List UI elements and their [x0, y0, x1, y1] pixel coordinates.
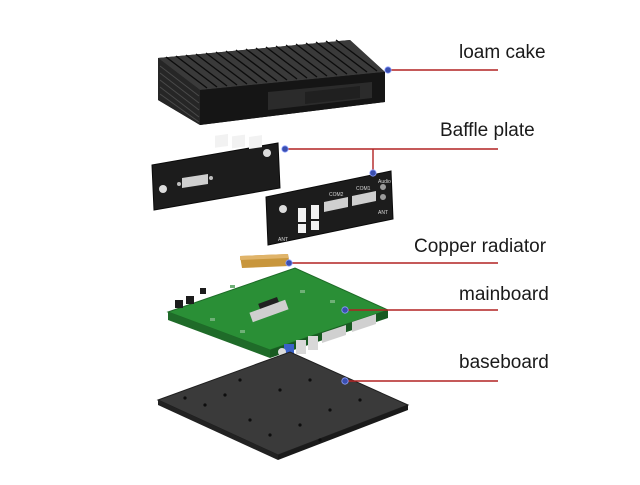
left-baffle-plate: [151, 133, 281, 211]
marker-dot-icon: [341, 306, 349, 314]
com1-label: COM1: [356, 186, 371, 192]
vga-port-icon: [177, 174, 213, 188]
screw-holes: [183, 378, 362, 442]
baseboard: [156, 351, 410, 460]
label-loam-cake: loam cake: [459, 42, 546, 63]
label-mainboard: mainboard: [459, 284, 549, 305]
serial-ports-icon: [322, 314, 376, 343]
top-cover: [158, 39, 385, 125]
marker-dot-icon: [285, 259, 293, 267]
com1-port-icon: [352, 191, 376, 206]
lan-port-icon: [215, 133, 262, 150]
marker-dot-icon: [384, 66, 392, 74]
mainboard: [166, 267, 390, 358]
label-baseboard: baseboard: [459, 352, 549, 373]
copper-radiator: [240, 254, 290, 268]
label-copper-radiator: Copper radiator: [414, 236, 547, 257]
cpu-heat-pad: [249, 299, 289, 323]
mount-hole-icon: [159, 185, 167, 193]
leader-lines: [285, 69, 498, 382]
mount-hole-icon: [279, 205, 287, 213]
usb-ports-icon: [284, 336, 318, 358]
marker-dot-icon: [369, 169, 377, 177]
ant-right-label: ANT: [378, 210, 388, 216]
ant-left-label: ANT: [278, 237, 288, 243]
audio-jack-icon: [380, 184, 386, 200]
board-components: [210, 285, 335, 333]
label-baffle-plate: Baffle plate: [440, 120, 535, 141]
marker-dot-icon: [281, 145, 289, 153]
right-baffle-plate: COM2 COM1 Audio ANT ANT: [265, 170, 394, 246]
com2-label: COM2: [329, 192, 344, 198]
mount-hole-icon: [263, 149, 271, 157]
usb-ports-icon: [298, 205, 319, 233]
marker-dot-icon: [341, 377, 349, 385]
com2-port-icon: [324, 197, 348, 212]
audio-label: Audio: [378, 179, 391, 185]
markers: [281, 66, 392, 385]
